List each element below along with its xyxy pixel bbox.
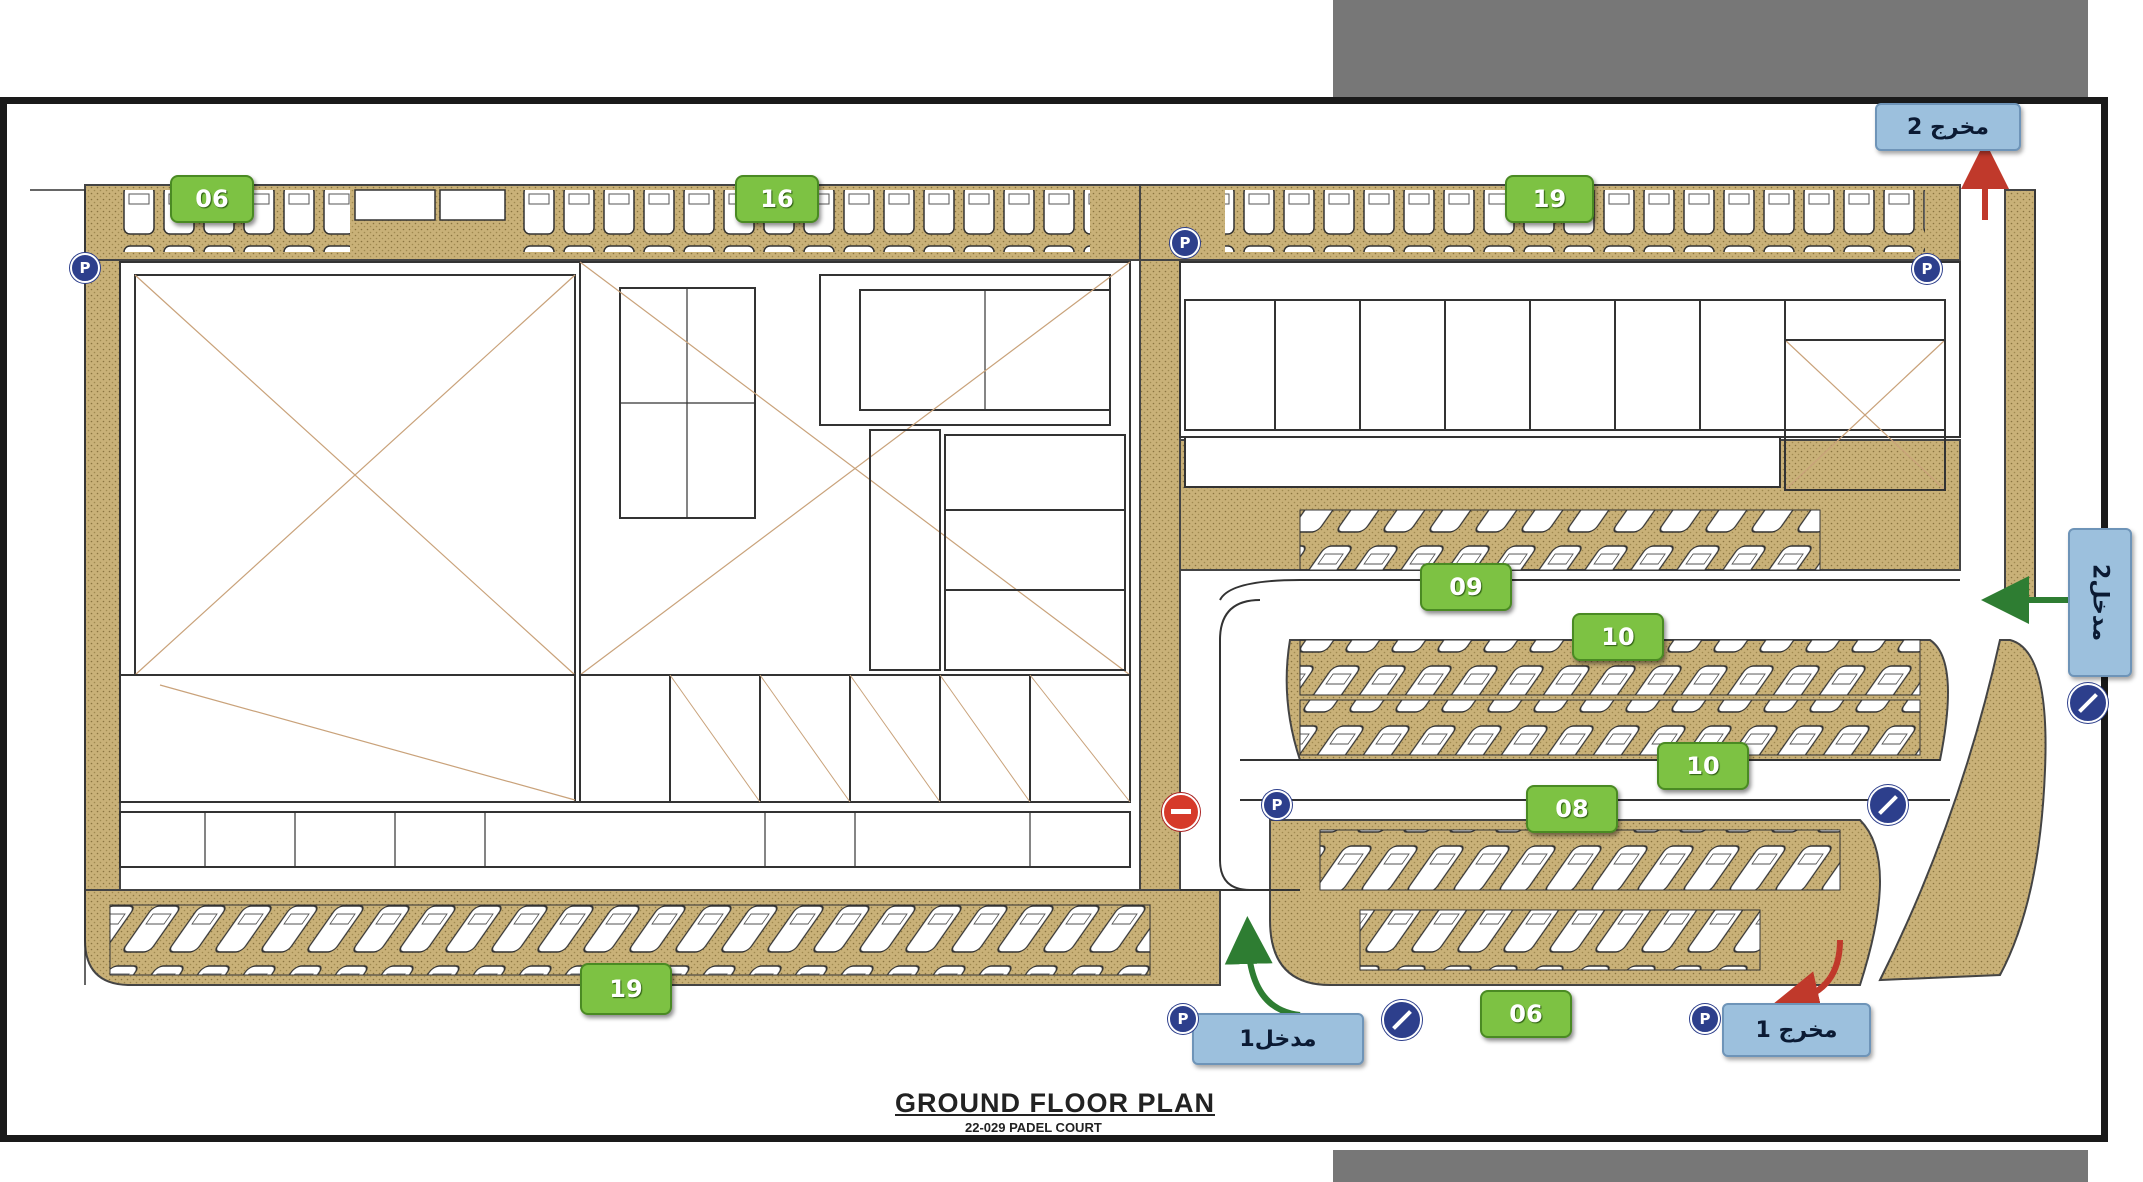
site-boundary-left <box>30 189 86 985</box>
parking-icon: P <box>1262 790 1292 820</box>
plan-subtitle: 22-029 PADEL COURT <box>965 1120 1102 1135</box>
parking-icon: P <box>1170 228 1200 258</box>
plan-title: GROUND FLOOR PLAN <box>895 1088 1215 1118</box>
parking-count-badge: 19 <box>580 963 672 1015</box>
parking-count-badge: 06 <box>170 175 254 223</box>
gray-background-top <box>1333 0 2088 100</box>
parking-count-badge: 08 <box>1526 785 1618 833</box>
parking-count-badge: 10 <box>1657 742 1749 790</box>
parking-count-badge: 06 <box>1480 990 1572 1038</box>
exit-2-label: مخرج 2 <box>1875 103 2021 151</box>
exit-1-label: مخرج 1 <box>1722 1003 1871 1057</box>
main-building <box>119 261 1131 868</box>
parking-icon: P <box>1912 254 1942 284</box>
exit-1-arrow <box>1771 939 1843 1019</box>
parking-count-badge: 10 <box>1572 613 1664 661</box>
shops-building <box>1179 261 1961 491</box>
parking-count-badge: 16 <box>735 175 819 223</box>
parking-icon: P <box>1690 1004 1720 1034</box>
gray-background-bottom <box>1333 1150 2088 1182</box>
parking-icon: P <box>1168 1004 1198 1034</box>
entrance-2-label: مدخل2 <box>2068 528 2132 677</box>
parking-count-badge: 19 <box>1505 175 1594 223</box>
diagonal-parking-rows <box>109 509 1921 976</box>
stop-icon <box>1162 793 1200 831</box>
parking-icon: P <box>70 253 100 283</box>
entrance-1-label: مدخل1 <box>1192 1013 1364 1065</box>
no-entry-icon <box>1868 785 1908 825</box>
no-entry-icon <box>2068 683 2108 723</box>
no-entry-icon <box>1382 1000 1422 1040</box>
parking-count-badge: 09 <box>1420 563 1512 611</box>
